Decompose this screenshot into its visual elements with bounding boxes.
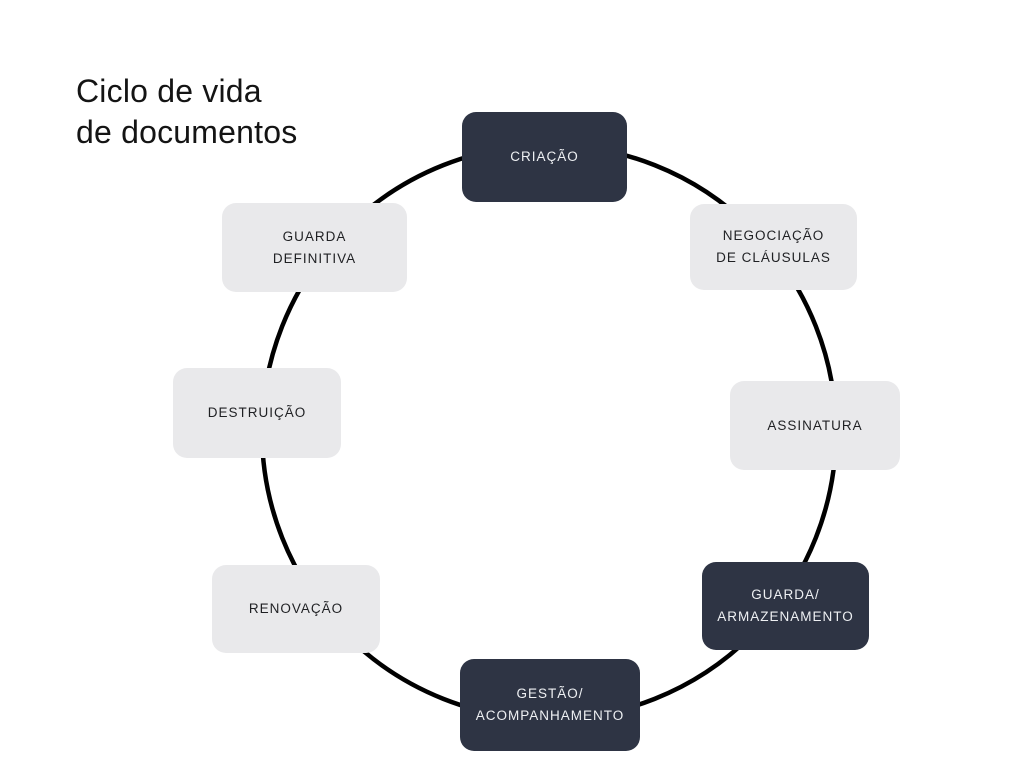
- node-assinatura: ASSINATURA: [730, 381, 900, 470]
- node-renovacao: RENOVAÇÃO: [212, 565, 380, 653]
- node-negociacao-de-clausulas: NEGOCIAÇÃO DE CLÁUSULAS: [690, 204, 857, 290]
- node-gestao-acompanhamento: GESTÃO/ ACOMPANHAMENTO: [460, 659, 640, 751]
- node-destruicao: DESTRUIÇÃO: [173, 368, 341, 458]
- node-guarda-definitiva: GUARDA DEFINITIVA: [222, 203, 407, 292]
- node-guarda-armazenamento: GUARDA/ ARMAZENAMENTO: [702, 562, 869, 650]
- page-title: Ciclo de vida de documentos: [76, 73, 298, 150]
- node-criacao: CRIAÇÃO: [462, 112, 627, 202]
